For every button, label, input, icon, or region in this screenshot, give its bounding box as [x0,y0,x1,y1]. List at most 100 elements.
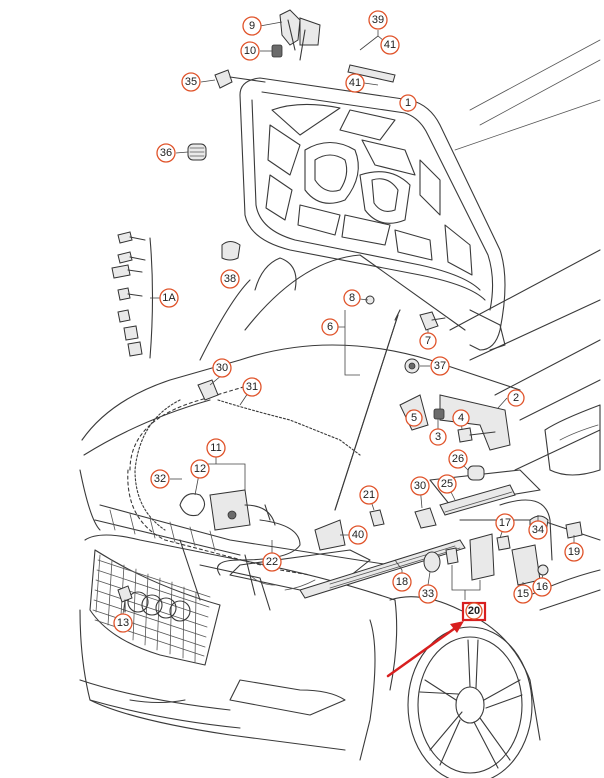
callout-32-label: 32 [154,473,166,485]
latch-11 [209,489,276,531]
seal-31 [217,399,361,456]
clip-30a [197,379,219,401]
bumper-26 [467,465,485,481]
callout-37-label: 37 [434,360,446,372]
callout-6: 6 [321,318,339,336]
grommet-37 [404,358,420,374]
callout-33-label: 33 [422,588,434,600]
bolt-21 [369,509,385,527]
callout-41a-label: 41 [384,39,396,51]
grille-slats [92,554,211,663]
callout-19-label: 19 [568,546,580,558]
seal-25 [439,484,516,516]
seal-strip-1a-fasteners [111,231,154,359]
callout-30a: 30 [212,358,232,378]
callout-17: 17 [495,513,515,533]
callout-13: 13 [113,613,133,633]
callout-22-label: 22 [266,556,278,568]
callout-34-label: 34 [532,524,544,536]
front-wheel [407,626,533,778]
callout-21-label: 21 [363,489,375,501]
callout-41b: 41 [345,73,365,93]
nut-16 [537,564,549,576]
rail-18 [299,539,466,599]
callout-25: 25 [437,474,457,494]
highlight-callout-20[interactable]: 20 [461,601,487,622]
clip-30b [414,507,437,529]
strut-bracket-40 [314,519,346,551]
callout-38-label: 38 [224,273,236,285]
callout-13-label: 13 [117,617,129,629]
callout-26: 26 [448,449,468,469]
callout-11: 11 [206,438,226,458]
callout-12-label: 12 [194,463,206,475]
callout-34: 34 [528,520,548,540]
hood-bumper-36 [187,143,207,161]
gas-strut [334,295,401,511]
highlight-callout-20-label: 20 [468,605,480,617]
callout-1a-label: 1A [162,292,176,304]
callout-41b-label: 41 [349,77,361,89]
seal-32 [134,399,181,531]
callout-5: 5 [405,409,423,427]
callout-3-label: 3 [435,431,441,443]
callout-6-label: 6 [327,321,333,333]
callout-18: 18 [392,572,412,592]
callout-1: 1 [399,94,417,112]
callout-5-label: 5 [411,412,417,424]
callout-1a: 1A [159,288,179,308]
callout-1-label: 1 [405,97,411,109]
bolt-4 [457,427,496,443]
callout-41a: 41 [380,35,400,55]
callout-30a-label: 30 [216,362,228,374]
callout-22: 22 [262,552,282,572]
callout-11-label: 11 [210,442,221,454]
callout-32: 32 [150,469,170,489]
nut-3 [433,408,445,420]
callout-9: 9 [242,16,262,36]
leader-lines [122,21,575,615]
callout-40: 40 [348,525,368,545]
latch-15 [511,544,541,586]
grommet-33 [423,551,441,573]
callout-39-label: 39 [372,14,384,26]
callout-4: 4 [452,409,470,427]
callout-38: 38 [220,269,240,289]
callout-7: 7 [419,332,437,350]
hood-panel [239,77,506,351]
callout-39: 39 [368,10,388,30]
bowden-cable-22 [216,504,301,576]
callout-36: 36 [156,143,176,163]
callout-12: 12 [190,459,210,479]
hood-stop-38 [221,241,241,261]
bolt-7 [419,311,446,331]
callout-2: 2 [507,389,525,407]
callout-19: 19 [564,542,584,562]
callout-21: 21 [359,485,379,505]
callout-10: 10 [240,41,260,61]
callout-9-label: 9 [249,20,255,32]
bracket-20 [445,533,495,581]
callout-17-label: 17 [499,517,511,529]
callout-15-label: 15 [517,588,529,600]
callout-25-label: 25 [441,478,453,490]
callout-37: 37 [430,356,450,376]
highlight-arrow [386,621,464,678]
callout-31-label: 31 [246,381,258,393]
callout-16: 16 [532,577,552,597]
callout-18-label: 18 [396,576,408,588]
callout-16-label: 16 [536,581,548,593]
callout-4-label: 4 [458,412,464,424]
callout-15: 15 [513,584,533,604]
vehicle-body [79,39,601,778]
callout-40-label: 40 [352,529,364,541]
callout-35-label: 35 [185,76,197,88]
latch-clip-12 [179,493,206,517]
hood-nut [271,44,283,58]
callout-36-label: 36 [160,147,172,159]
callout-10-label: 10 [244,45,256,57]
hood-latch-bracket [279,9,321,61]
callout-26-label: 26 [452,453,464,465]
